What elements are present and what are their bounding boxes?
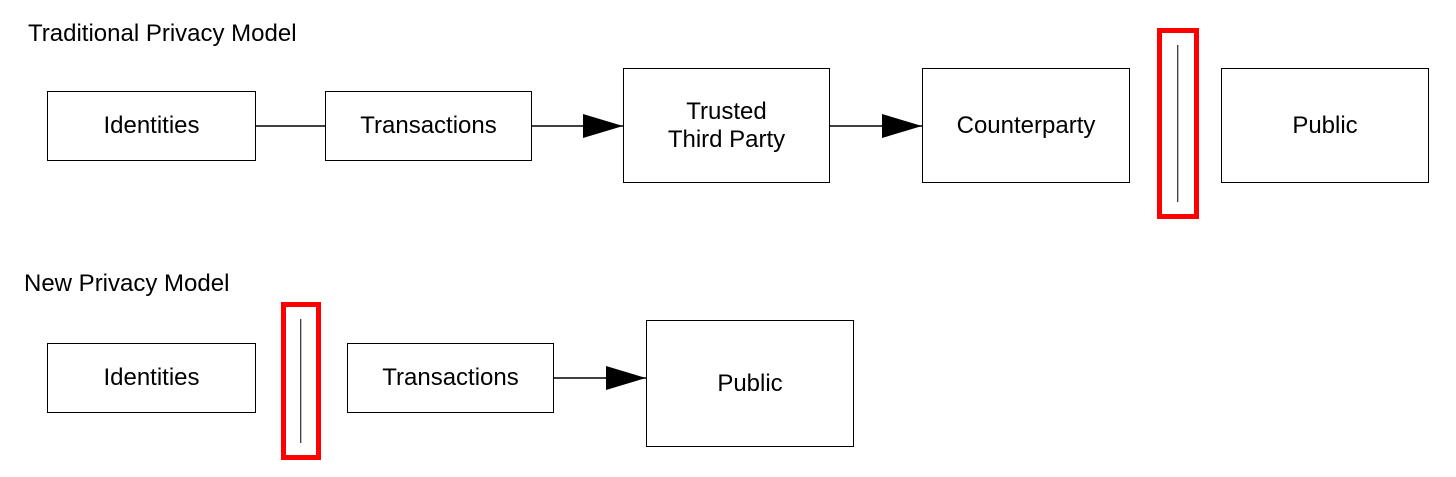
traditional-privacy-barrier (1157, 28, 1199, 219)
new-transactions-box: Transactions (347, 343, 554, 413)
traditional-public-box: Public (1221, 68, 1429, 183)
traditional-barrier-line (1177, 45, 1179, 202)
new-transactions-label: Transactions (382, 364, 519, 391)
trusted-third-party-box: Trusted Third Party (623, 68, 830, 183)
traditional-public-label: Public (1292, 111, 1358, 139)
new-model-heading: New Privacy Model (24, 270, 230, 297)
traditional-transactions-label: Transactions (360, 112, 497, 139)
new-barrier-line (300, 319, 302, 443)
new-public-label: Public (717, 369, 783, 397)
traditional-model-heading: Traditional Privacy Model (28, 20, 297, 47)
traditional-identities-label: Identities (103, 112, 200, 139)
traditional-transactions-box: Transactions (325, 91, 532, 161)
new-privacy-barrier (281, 302, 321, 460)
new-public-box: Public (646, 320, 854, 447)
traditional-identities-box: Identities (47, 91, 256, 161)
counterparty-box: Counterparty (922, 68, 1130, 183)
new-identities-box: Identities (47, 343, 256, 413)
new-identities-label: Identities (103, 364, 200, 391)
trusted-third-party-label: Trusted Third Party (667, 97, 786, 153)
counterparty-label: Counterparty (956, 111, 1096, 139)
